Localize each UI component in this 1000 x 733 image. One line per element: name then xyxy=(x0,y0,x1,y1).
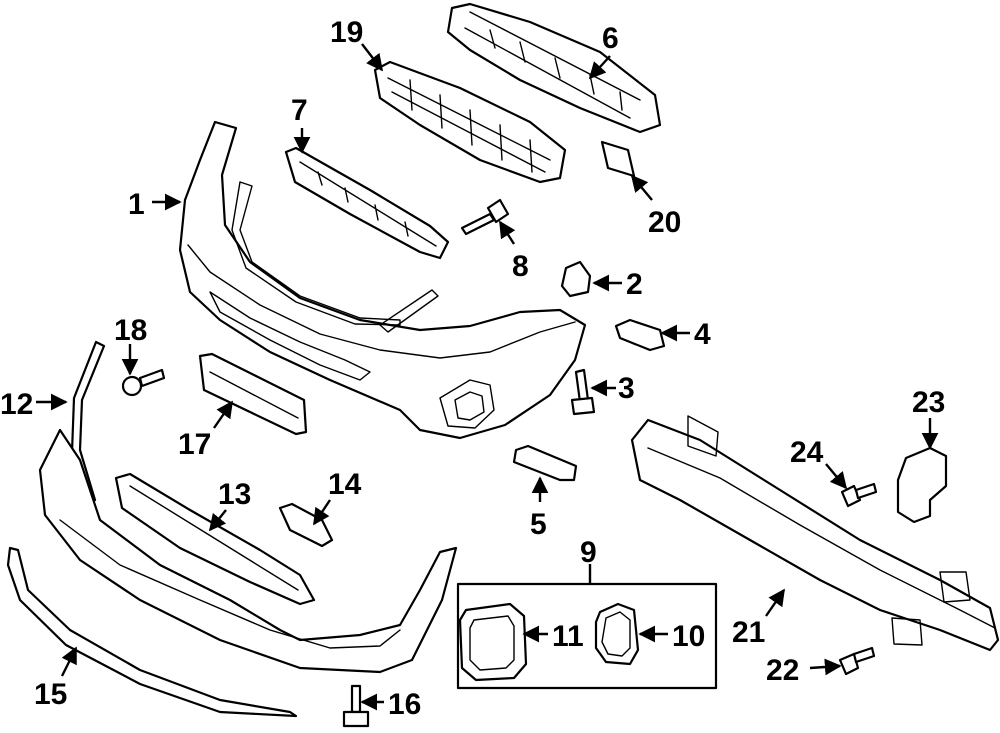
part-14-bracket xyxy=(278,502,334,548)
callout-21: 21 xyxy=(732,616,765,649)
part-20-pad xyxy=(600,140,636,178)
callout-1: 1 xyxy=(128,188,145,221)
part-18-nut xyxy=(121,368,166,397)
part-19-bracket xyxy=(373,60,567,184)
part-1-bumper-cover xyxy=(178,120,587,440)
part-8-bolt xyxy=(460,198,510,236)
part-23-bracket xyxy=(896,446,948,524)
part-5-bracket xyxy=(512,444,578,482)
callout-18: 18 xyxy=(114,314,147,347)
part-22-bolt xyxy=(838,646,876,676)
part-6-absorber xyxy=(446,2,662,134)
callout-5: 5 xyxy=(530,508,547,541)
callout-12: 12 xyxy=(0,388,33,421)
part-16-bolt xyxy=(342,684,370,728)
part-9-group xyxy=(456,582,718,690)
part-17-plate-bracket xyxy=(198,352,308,436)
callout-7: 7 xyxy=(291,94,308,127)
part-2-clip xyxy=(560,260,592,298)
callout-20: 20 xyxy=(648,206,681,239)
callout-13: 13 xyxy=(218,478,251,511)
callout-6: 6 xyxy=(602,22,619,55)
callout-10: 10 xyxy=(672,620,705,653)
callout-4: 4 xyxy=(694,318,711,351)
callout-2: 2 xyxy=(626,268,643,301)
part-15-lower-lip xyxy=(6,546,298,718)
callout-labels: 1 2 3 4 5 6 7 8 9 10 11 12 13 14 15 16 1… xyxy=(0,16,945,721)
callout-17: 17 xyxy=(178,428,211,461)
leader-lines xyxy=(36,43,939,711)
callout-24: 24 xyxy=(790,436,824,469)
callout-19: 19 xyxy=(330,16,363,49)
part-21-beam xyxy=(630,415,1000,652)
callout-11: 11 xyxy=(552,620,584,653)
callout-14: 14 xyxy=(328,468,362,501)
callout-15: 15 xyxy=(34,678,67,711)
callout-3: 3 xyxy=(618,372,635,405)
part-24-bolt xyxy=(840,482,878,508)
callout-22: 22 xyxy=(766,654,799,687)
callout-8: 8 xyxy=(512,250,529,283)
part-4-bracket xyxy=(614,318,666,352)
part-13-lower-grille xyxy=(114,472,316,606)
part-7-insert xyxy=(284,146,450,260)
callout-9: 9 xyxy=(580,536,597,569)
callout-23: 23 xyxy=(912,386,945,419)
callout-16: 16 xyxy=(388,688,421,721)
lower-fascia xyxy=(38,428,458,674)
part-3-bolt xyxy=(570,368,596,416)
